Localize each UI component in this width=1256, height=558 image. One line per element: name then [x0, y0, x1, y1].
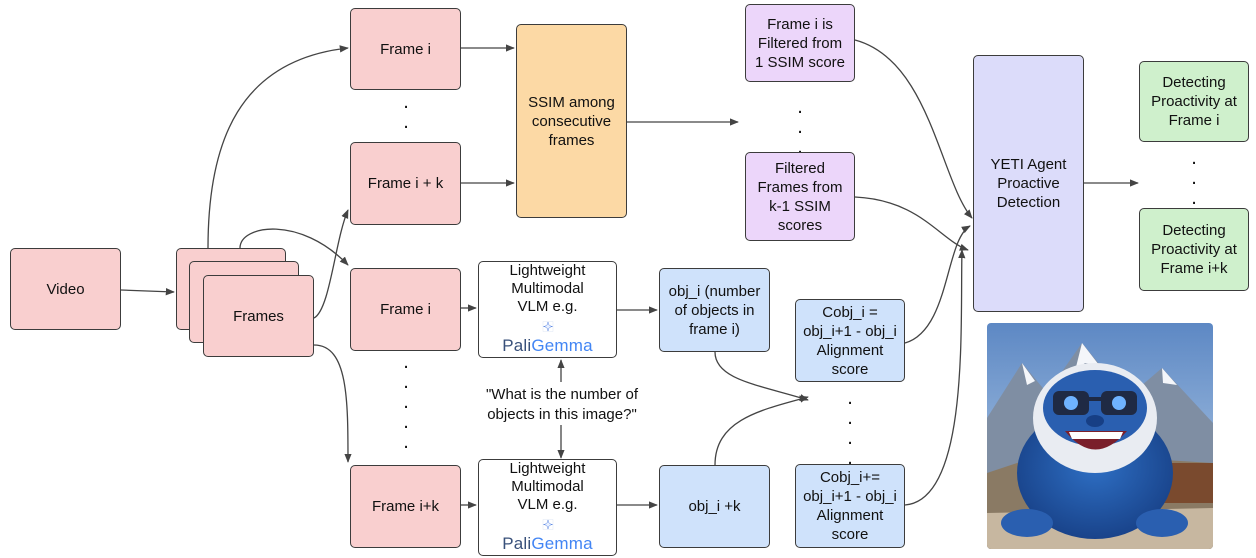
gemma-sparkle-icon — [542, 519, 553, 530]
filtered-k-node: Filtered Frames from k-1 SSIM scores — [745, 152, 855, 241]
paligemma-logo: PaliGemma — [502, 534, 593, 553]
obj-ik-node: obj_i +k — [659, 465, 770, 548]
edge-cobj-i-yeti — [904, 225, 971, 344]
paligemma-logo: PaliGemma — [502, 336, 593, 355]
obj-i-node: obj_i (number of objects in frame i) — [659, 268, 770, 352]
vlm-top-node: Lightweight Multimodal VLM e.g. PaliGemm… — [478, 261, 617, 358]
frame-i-top-node: Frame i — [350, 8, 461, 90]
filtered-i-node: Frame i is Filtered from 1 SSIM score — [745, 4, 855, 82]
edge-frames-frame-ik-top — [313, 209, 349, 319]
frame-ik-bot-node: Frame i+k — [350, 465, 461, 548]
ellipsis-frames-bottom: ..... — [403, 351, 409, 453]
cobj-ik-node: Cobj_i+= obj_i+1 - obj_i Alignment score — [795, 464, 905, 548]
detect-i-node: Detecting Proactivity at Frame i — [1139, 61, 1249, 142]
edge-frames-frame-ik-bot — [313, 344, 352, 463]
edge-filtered-k-yeti — [854, 196, 969, 251]
vlm-question-text: "What is the number of objects in this i… — [485, 386, 639, 423]
frame-ik-top-node: Frame i + k — [350, 142, 461, 225]
edge-frames-frame-i-top — [207, 45, 349, 249]
edge-video-frames — [120, 288, 175, 296]
ellipsis-filtered: ... — [797, 96, 803, 158]
edge-obj-i-cobj — [714, 351, 809, 402]
ellipsis-detect: ... — [1191, 147, 1197, 209]
cobj-i-node: Cobj_i = obj_i+1 - obj_i Alignment score — [795, 299, 905, 382]
vlm-bottom-node: Lightweight Multimodal VLM e.g. PaliGemm… — [478, 459, 617, 556]
edge-obj-ik-cobj — [714, 395, 809, 466]
yeti-agent-node: YETI Agent Proactive Detection — [973, 55, 1084, 312]
edge-filtered-i-yeti — [854, 39, 973, 219]
edge-cobj-ik-yeti — [904, 249, 966, 506]
video-node: Video — [10, 248, 121, 330]
ssim-node: SSIM among consecutive frames — [516, 24, 627, 218]
edge-frames-frame-i-mid — [239, 228, 349, 266]
vlm-top-label: Lightweight Multimodal VLM e.g. — [509, 262, 586, 315]
ellipsis-cobj: .... — [847, 387, 853, 469]
detect-ik-node: Detecting Proactivity at Frame i+k — [1139, 208, 1249, 291]
vlm-bottom-label: Lightweight Multimodal VLM e.g. — [509, 460, 586, 513]
yeti-illustration — [987, 323, 1213, 549]
frames-node: Frames — [203, 275, 314, 357]
gemma-sparkle-icon — [542, 321, 553, 332]
frame-i-mid-node: Frame i — [350, 268, 461, 351]
